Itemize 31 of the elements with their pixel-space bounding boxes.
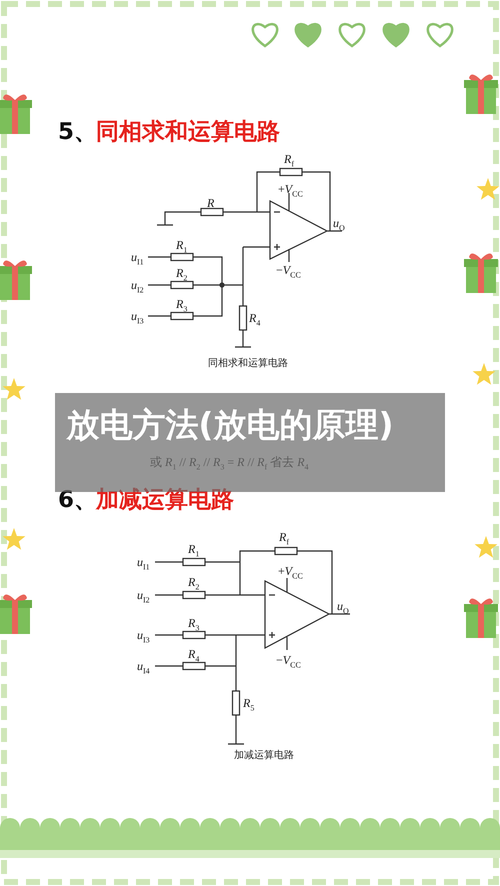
component-label: R$_{5}$ bbox=[243, 697, 254, 712]
component-label: u$_{I3}$ bbox=[137, 629, 150, 644]
component-label: u$_{I3}$ bbox=[131, 310, 144, 326]
component-label: R bbox=[207, 197, 214, 209]
component-label: u$_{I4}$ bbox=[137, 660, 150, 676]
section-heading: 加减运算电路 bbox=[96, 489, 234, 512]
component-label: +V$_{CC}$ bbox=[278, 565, 303, 580]
component-label: −V$_{CC}$ bbox=[276, 264, 301, 280]
component-label: −V$_{CC}$ bbox=[276, 654, 301, 670]
title: 放电方法(放电的原理) bbox=[65, 404, 395, 446]
figure-caption: 加减运算电路 bbox=[234, 751, 294, 761]
section-heading: 同相求和运算电路 bbox=[96, 121, 280, 144]
heading-number: 5、 bbox=[58, 121, 98, 144]
component-label: R$_{f}$ bbox=[279, 531, 290, 546]
component-label: R$_{f}$ bbox=[284, 153, 294, 168]
component-label: u$_{O}$ bbox=[333, 217, 345, 232]
component-label: u$_{I2}$ bbox=[137, 589, 150, 604]
component-label: +V$_{CC}$ bbox=[278, 183, 303, 198]
component-label: R$_{2}$ bbox=[176, 267, 188, 282]
component-label: R$_{2}$ bbox=[188, 576, 200, 592]
component-label: u$_{I1}$ bbox=[131, 251, 144, 266]
component-label: R$_{3}$ bbox=[176, 298, 188, 314]
component-label: u$_{I1}$ bbox=[137, 556, 150, 572]
component-label: R$_{3}$ bbox=[188, 617, 200, 632]
figure-caption: 同相求和运算电路 bbox=[208, 359, 288, 369]
component-label: R$_{4}$ bbox=[249, 312, 260, 328]
component-label: u$_{O}$ bbox=[337, 600, 349, 616]
component-label: u$_{I2}$ bbox=[131, 279, 144, 294]
component-label: R$_{1}$ bbox=[188, 543, 200, 558]
component-label: R$_{4}$ bbox=[188, 648, 200, 664]
component-label: R$_{1}$ bbox=[176, 239, 188, 254]
